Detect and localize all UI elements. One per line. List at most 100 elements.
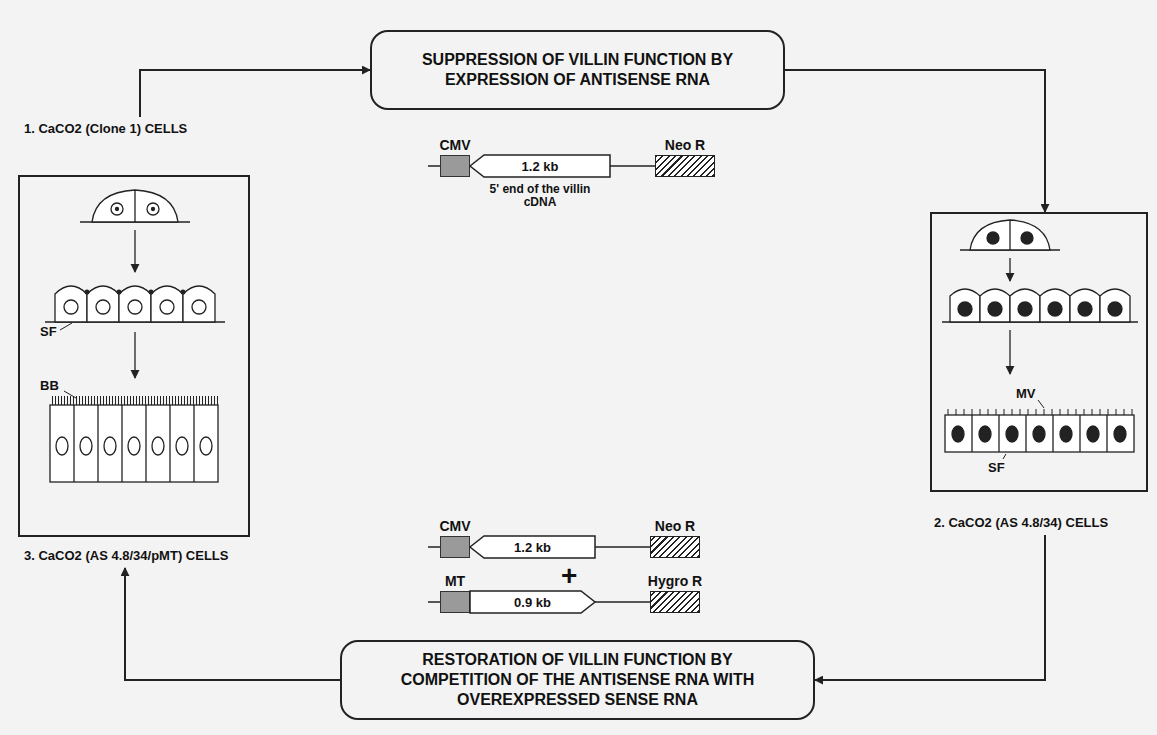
confluent-cells-part-part [1108,302,1122,316]
box-text: RESTORATION OF VILLIN FUNCTION BY COMPET… [376,650,779,710]
confluent-cells-part-part [149,290,154,295]
leader-line-part [60,323,72,330]
connector [125,568,340,680]
confluent-cells-part-part [1018,302,1032,316]
plasmid-backbone-part [428,601,440,603]
brush-border-cells-part-part [169,405,170,482]
confluent-cells-part [119,286,151,322]
spreading-cells-part [116,208,119,211]
confluent-cells-part-part [1078,302,1092,316]
marker-gene-box: Hygro R [650,591,700,613]
microvilli-cells-part-part [1106,415,1107,452]
confluent-cells-part-part [958,302,972,316]
leader-line-part [1003,454,1006,459]
confluent-cells [942,289,1138,322]
confluent-cells-part [183,286,215,322]
brush-border-cells-part [50,405,218,482]
confluent-cells-part [958,302,1122,316]
brush-border-cells-part-part [128,437,140,455]
process-box: RESTORATION OF VILLIN FUNCTION BY COMPET… [340,640,815,720]
microvilli-cells-part-part [971,415,972,452]
part-label: SF [40,324,57,340]
confluent-cells-part-part [192,300,206,314]
microvilli-cells-part-part [1060,426,1072,442]
confluent-cells-part-part [181,290,186,295]
confluent-cells-part [980,289,1010,322]
plasmid-backbone-part [428,165,440,167]
arrow-box-shape [470,591,595,613]
spreading-cells-part [1021,232,1033,244]
marker-gene-box: Neo R [655,155,715,177]
marker-gene-box: Neo R [650,536,700,558]
cdna-arrow-box: 0.9 kb [470,591,595,613]
brush-border-cells-part-part [73,405,74,482]
progress-arrow [1009,330,1010,374]
microvilli-cells-part-part [952,426,964,442]
microvilli-cells-part [945,409,1134,415]
promoter-box: CMV [440,155,470,177]
leader-line [60,323,76,398]
cdna-arrow-box: 1.2 kb [470,155,610,177]
element-name: Neo R [665,137,705,153]
brush-border-cells-part-part [176,437,188,455]
element-name: CMV [439,137,470,153]
cell-panel: 2. CaCO2 (AS 4.8/34) CELLS [930,212,1148,492]
leader-line-part [1038,400,1044,408]
construct-note: 5' end of the villin cDNA [485,183,595,209]
element-name: MT [445,573,465,589]
element-name: Hygro R [648,573,702,589]
brush-border-cells-part-part [121,405,122,482]
plasmid-backbone [428,166,440,602]
confluent-cells-part-part [64,300,78,314]
confluent-cells-part-part [160,300,174,314]
confluent-cells-part [55,286,87,322]
microvilli-cells-part [952,426,1126,442]
spreading-cells-part [111,203,123,215]
part-label: MV [1016,386,1036,402]
size-label: 0.9 kb [470,591,595,613]
panel-heading: 2. CaCO2 (AS 4.8/34) CELLS [934,514,1108,532]
spreading-cells-part [92,190,178,222]
connector [815,535,1045,680]
brush-border-cells [50,396,218,482]
part-label: BB [40,378,59,394]
progress-arrow [1009,258,1010,281]
promoter-box: CMV [440,536,470,558]
brush-border-cells-part-part [145,405,146,482]
confluent-cells-part [1010,289,1040,322]
arrow-box-shape [470,155,610,177]
leader-line [1003,400,1044,459]
brush-border-cells-part-part [200,437,212,455]
brush-border-cells-part-part [104,437,116,455]
microvilli-cells-part-part [1114,426,1126,442]
microvilli-cells-part-part [1006,426,1018,442]
spreading-cells-part [134,191,135,222]
microvilli-cells-part [945,415,1134,452]
spreading-cells [960,220,1060,250]
box-text: SUPPRESSION OF VILLIN FUNCTION BY EXPRES… [406,50,749,90]
spreading-cells-part [1009,221,1010,250]
microvilli-cells-part-part [998,415,999,452]
microvilli-cells-part-part [1079,415,1080,452]
microvilli-cells-part-part [1052,415,1053,452]
confluent-cells-part [85,290,186,295]
plasmid-backbone-part [428,546,440,548]
size-label: 1.2 kb [470,155,610,177]
size-label: 1.2 kb [470,536,595,558]
microvilli-cells-part-part [1087,426,1099,442]
brush-border-cells-part [74,405,194,482]
progress-arrow [134,230,135,272]
confluent-cells-part-part [117,290,122,295]
brush-border-cells-part-part [152,437,164,455]
plus-sign: + [561,560,577,591]
brush-border-cells-part-part [56,437,68,455]
connector [140,70,370,117]
part-label: SF [988,460,1005,476]
microvilli-cells [945,409,1134,452]
microvilli-cells-part-part [1033,426,1045,442]
microvilli-cells-part-part [979,426,991,442]
brush-border-cells-part-part [193,405,194,482]
